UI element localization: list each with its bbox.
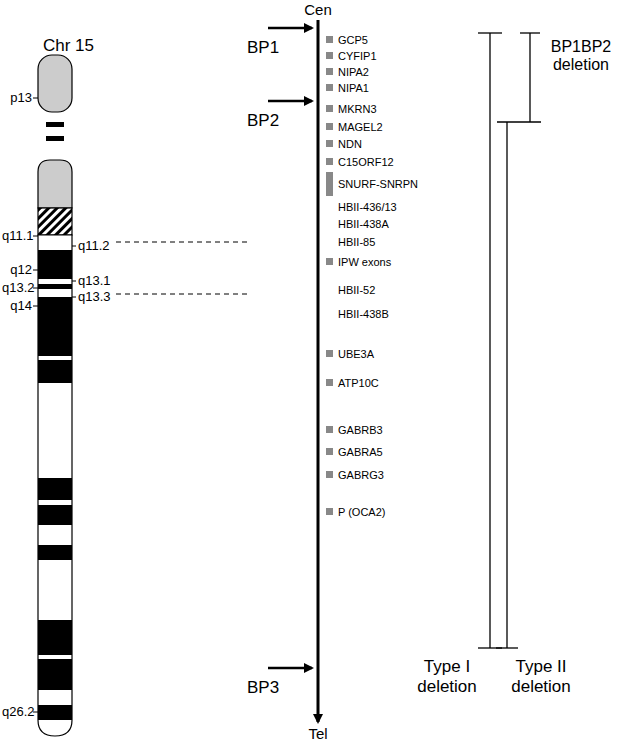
breakpoint-label: BP3 xyxy=(247,678,279,698)
centromere xyxy=(38,208,72,235)
band-label: q12 xyxy=(10,263,32,278)
gene-label: HBII-438B xyxy=(338,308,389,321)
gene-label: HBII-438A xyxy=(338,218,389,231)
axis-end-label: Tel xyxy=(308,725,327,742)
gene-label: MAGEL2 xyxy=(338,121,383,134)
gene-label: IPW exons xyxy=(338,256,391,269)
q-arm-outline xyxy=(38,235,72,736)
gene-label: HBII-436/13 xyxy=(338,201,397,214)
breakpoint-label: BP1 xyxy=(247,38,279,58)
gene-label: SNURF-SNRPN xyxy=(338,178,418,191)
band-label: p13 xyxy=(10,91,32,106)
band-label: q13.2 xyxy=(2,281,35,296)
map-axis xyxy=(317,20,320,722)
gene-label: GABRB3 xyxy=(338,424,383,437)
gene-label: GABRG3 xyxy=(338,469,384,482)
gene-label: MKRN3 xyxy=(338,103,377,116)
axis-end-label: Cen xyxy=(304,1,332,18)
band-label: q13.3 xyxy=(78,290,111,305)
band-label: q14 xyxy=(10,299,32,314)
deletion-label: BP1BP2 deletion xyxy=(545,38,617,75)
gene-label: HBII-52 xyxy=(338,284,375,297)
gene-label: ATP10C xyxy=(338,377,379,390)
chromosome-name: Chr 15 xyxy=(43,36,94,56)
band-label: q26.2 xyxy=(2,705,35,720)
gene-label: NIPA2 xyxy=(338,66,369,79)
gene-label: C15ORF12 xyxy=(338,156,394,169)
gene-label: NDN xyxy=(338,138,362,151)
band-ticks xyxy=(33,98,76,712)
gene-label: HBII-85 xyxy=(338,236,375,249)
p11-band xyxy=(38,160,72,208)
stalk-mark xyxy=(46,136,64,141)
deletion-label: Type II deletion xyxy=(500,657,582,696)
band-label: q11.1 xyxy=(2,229,34,244)
band-label: q11.2 xyxy=(78,239,110,254)
p13-band xyxy=(38,55,72,112)
gene-label: UBE3A xyxy=(338,348,374,361)
gene-label: GABRA5 xyxy=(338,446,383,459)
gene-label: CYFIP1 xyxy=(338,50,377,63)
gene-markers xyxy=(326,36,333,515)
band-label: q13.1 xyxy=(78,274,111,289)
zoom-lines xyxy=(116,242,248,294)
deletion-brackets xyxy=(478,33,541,648)
gene-label: GCP5 xyxy=(338,34,368,47)
gene-label: NIPA1 xyxy=(338,82,369,95)
breakpoint-label: BP2 xyxy=(247,111,279,131)
stalk-mark xyxy=(46,122,64,127)
deletion-label: Type I deletion xyxy=(407,657,487,696)
gene-label: P (OCA2) xyxy=(338,506,385,519)
q-arm-bands xyxy=(38,235,72,736)
